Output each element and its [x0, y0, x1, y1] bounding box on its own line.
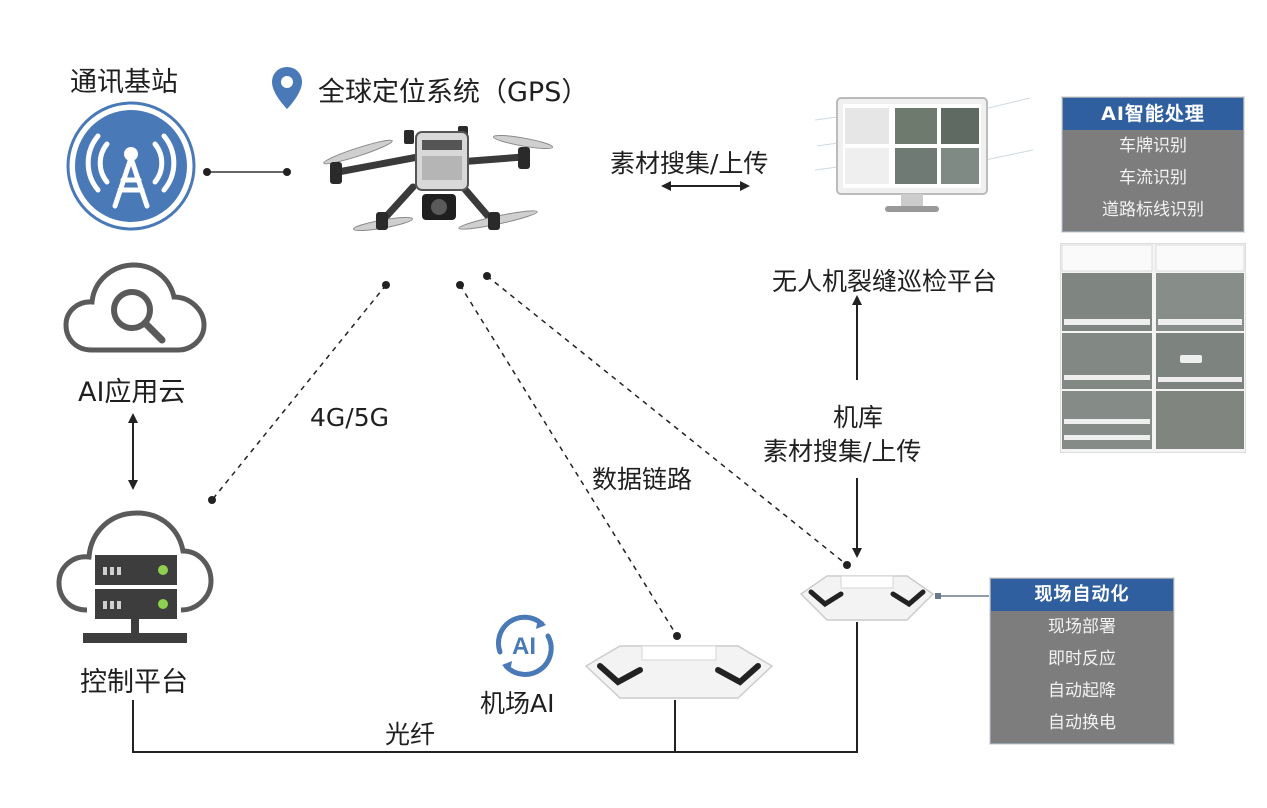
site-panel-item: 即时反应	[1048, 649, 1116, 669]
control-platform-label: 控制平台	[80, 667, 188, 698]
network-dashed-line	[211, 284, 387, 501]
quadcopter-drone-icon[interactable]	[318, 112, 558, 242]
site-panel-title: 现场自动化	[991, 579, 1173, 611]
radio-tower-icon[interactable]	[65, 100, 197, 232]
ai-cycle-icon: AI	[495, 614, 554, 677]
base-station-label: 通讯基站	[70, 67, 178, 98]
drone-hangar-icon[interactable]	[797, 570, 937, 626]
gps-label: 全球定位系统（GPS）	[318, 77, 589, 108]
hangar-label: 机库	[832, 403, 883, 432]
site-automation-panel: 现场自动化 现场部署 即时反应 自动起降 自动换电	[990, 578, 1174, 744]
site-panel-item: 自动起降	[1048, 681, 1116, 701]
ai-panel-item: 道路标线识别	[1102, 200, 1204, 220]
data-link-label: 数据链路	[592, 465, 693, 494]
ai-panel-item: 车牌识别	[1119, 136, 1187, 156]
ai-cloud-label: AI应用云	[78, 377, 186, 408]
upload-top-label: 素材搜集/上传	[610, 149, 769, 178]
link-dot	[203, 168, 211, 176]
fiber-label: 光纤	[385, 720, 436, 749]
data-link-dashed-line	[459, 284, 678, 637]
airport-ai-label: 机场AI	[480, 689, 555, 718]
road-inspection-thumbnails	[1060, 243, 1246, 453]
link-dot	[283, 168, 291, 176]
hangar-upload-label: 素材搜集/上传	[763, 437, 922, 466]
site-panel-item: 现场部署	[1048, 617, 1116, 637]
network-label: 4G/5G	[310, 403, 389, 432]
hangar-dashed-line	[486, 275, 848, 566]
cloud-search-icon[interactable]	[62, 255, 208, 360]
monitor-icon[interactable]	[815, 90, 1035, 220]
ai-panel-title: AI智能处理	[1063, 98, 1243, 130]
location-pin-icon	[272, 67, 302, 109]
platform-label: 无人机裂缝巡检平台	[772, 267, 998, 296]
ai-panel-item: 车流识别	[1119, 168, 1187, 188]
site-panel-item: 自动换电	[1048, 713, 1116, 733]
ai-processing-panel: AI智能处理 车牌识别 车流识别 道路标线识别	[1062, 97, 1244, 232]
airport-ai-logo-text: AI	[512, 633, 536, 660]
fiber-line	[132, 622, 858, 753]
drone-hangar-icon[interactable]	[582, 640, 777, 704]
cloud-server-icon[interactable]	[55, 505, 215, 650]
